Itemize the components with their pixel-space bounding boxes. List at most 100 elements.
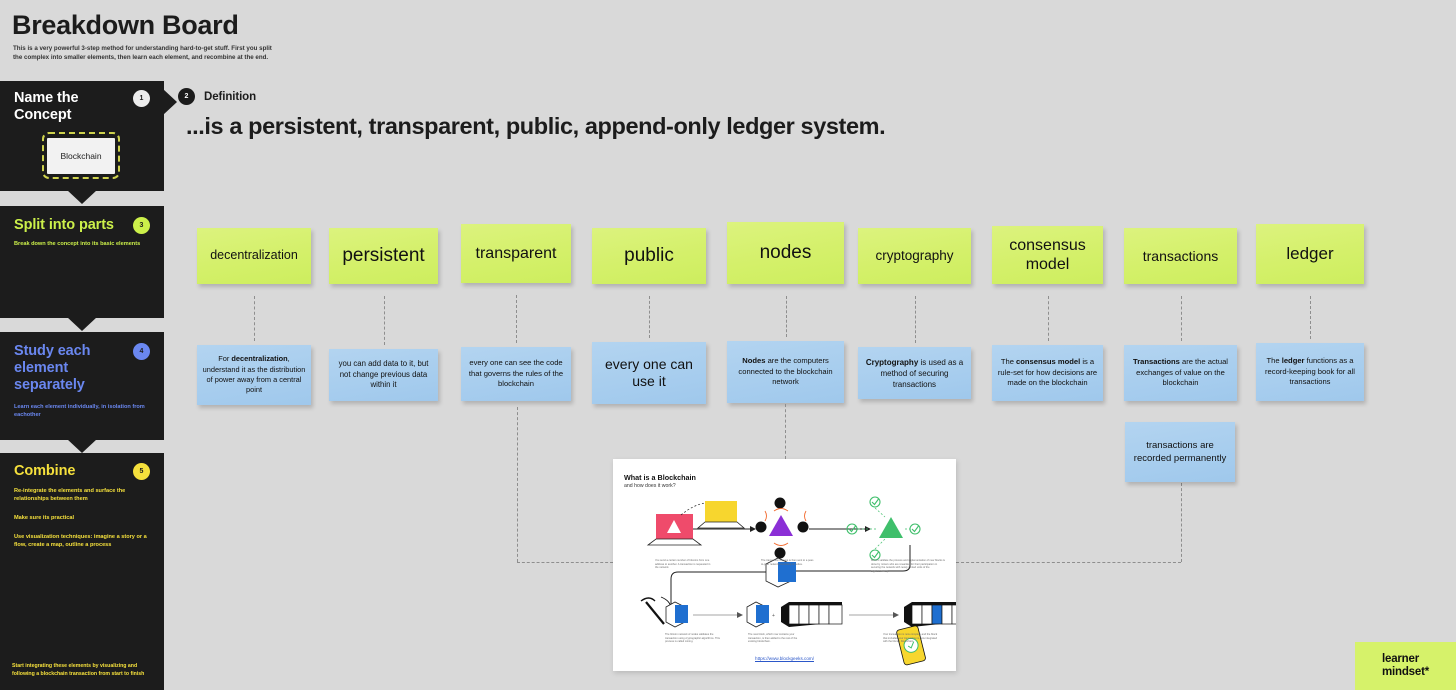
element-note-label: ledger bbox=[1286, 244, 1334, 263]
rail-step5-desc-2: Make sure its practical bbox=[14, 515, 75, 521]
definition-header: 2 Definition bbox=[178, 88, 256, 105]
diagram-title: What is a Blockchain bbox=[624, 473, 696, 482]
rail-step3-title: Split into parts bbox=[14, 217, 114, 233]
element-note-nodes[interactable]: nodes bbox=[727, 222, 844, 284]
element-note-consensus-model[interactable]: consensus model bbox=[992, 226, 1103, 284]
logo-line-1: learner bbox=[1382, 653, 1419, 665]
connector-to-diagram-left bbox=[517, 407, 518, 562]
description-keyword: consensus model bbox=[1016, 357, 1081, 367]
rail-step5-desc-3: Use visualization techniques: imagine a … bbox=[14, 534, 147, 548]
description-keyword: decentralization bbox=[231, 354, 288, 364]
connector-dashed bbox=[1310, 296, 1311, 339]
svg-text:+: + bbox=[772, 613, 775, 619]
element-note-label: nodes bbox=[759, 242, 812, 263]
element-note-decentralization[interactable]: decentralization bbox=[197, 228, 311, 284]
footer-bold-1: integrating bbox=[25, 663, 53, 669]
description-note-text: every one can use it bbox=[605, 356, 693, 389]
connector-to-diagram-right bbox=[1181, 483, 1182, 562]
diagram-caption-6: Your transaction is now complete and the… bbox=[883, 633, 938, 644]
rail-step-combine[interactable]: Combine 5 Re-integrate the elements and … bbox=[0, 453, 164, 690]
description-note-text: Transactions are the actual exchanges of… bbox=[1133, 357, 1228, 388]
description-note-transactions[interactable]: Transactions are the actual exchanges of… bbox=[1124, 345, 1237, 401]
note-transactions-recorded-permanently[interactable]: transactions are recorded permanently bbox=[1125, 422, 1235, 482]
connector-to-diagram-center bbox=[785, 404, 786, 459]
block-cube-icon bbox=[665, 601, 688, 628]
node-dot bbox=[774, 547, 786, 559]
element-note-transparent[interactable]: transparent bbox=[461, 224, 571, 283]
description-keyword: Nodes bbox=[742, 356, 766, 366]
extra-note-text: transactions are recorded permanently bbox=[1133, 440, 1227, 464]
connector-to-diagram-right-h bbox=[956, 562, 1181, 563]
blockchain-strip-highlight-icon bbox=[904, 602, 956, 627]
rail-step-split-into-parts[interactable]: Split into parts 3 Break down the concep… bbox=[0, 206, 164, 331]
rail-step4-title: Study each element separately bbox=[14, 343, 91, 393]
diagram-subtitle: and how does it work? bbox=[624, 483, 676, 489]
connector-dashed bbox=[1047, 296, 1049, 341]
description-note-text: you can add data to it, but not change p… bbox=[338, 358, 429, 390]
laptop-yellow-icon bbox=[680, 501, 746, 529]
block-cube-icon bbox=[746, 601, 769, 628]
description-keyword: Cryptography bbox=[865, 357, 919, 367]
node-dot bbox=[755, 521, 767, 533]
node-dot bbox=[774, 497, 786, 509]
logo-line-2: mindset* bbox=[1382, 666, 1429, 678]
rail-step3-desc: Break down the concept into its basic el… bbox=[14, 241, 141, 247]
connector-to-diagram-left-h bbox=[517, 562, 613, 563]
page-subtitle: This is a very powerful 3-step method fo… bbox=[13, 45, 272, 61]
rail-step5-desc-1: Re-integrate the elements and surface th… bbox=[14, 488, 126, 502]
laptop-pink-icon bbox=[646, 514, 703, 546]
connector-dashed bbox=[785, 296, 787, 337]
rail-arrow-down-icon bbox=[67, 190, 97, 204]
description-note-ledger[interactable]: The ledger functions as a record-keeping… bbox=[1256, 343, 1364, 401]
description-note-decentralization[interactable]: For decentralization, understand it as t… bbox=[197, 345, 311, 405]
description-note-persistent[interactable]: you can add data to it, but not change p… bbox=[329, 349, 438, 401]
description-note-public[interactable]: every one can use it bbox=[592, 342, 706, 404]
description-note-transparent[interactable]: every one can see the code that governs … bbox=[461, 347, 571, 401]
phone-icon bbox=[896, 625, 926, 666]
rail-step5-title: Combine bbox=[14, 463, 76, 479]
description-note-cryptography[interactable]: Cryptography is used as a method of secu… bbox=[858, 347, 971, 399]
description-keyword: Transactions bbox=[1133, 357, 1180, 367]
footer-mid-2: and bbox=[126, 663, 138, 669]
element-note-transactions[interactable]: transactions bbox=[1124, 228, 1237, 284]
diagram-caption-3: Miners validate the process and implemen… bbox=[871, 559, 945, 573]
rail-arrow-down-icon bbox=[67, 317, 97, 331]
diagram-caption-5: The new block, which now contains your t… bbox=[748, 633, 798, 644]
description-note-text: For decentralization, understand it as t… bbox=[202, 354, 306, 395]
description-note-nodes[interactable]: Nodes are the computers connected to the… bbox=[727, 341, 844, 403]
element-note-ledger[interactable]: ledger bbox=[1256, 224, 1364, 284]
element-note-cryptography[interactable]: cryptography bbox=[858, 228, 971, 284]
element-note-label: consensus model bbox=[1009, 237, 1086, 273]
logo-text: learner mindset* bbox=[1382, 653, 1429, 679]
description-keyword: ledger bbox=[1281, 356, 1305, 366]
diagram-caption-1: You send a certain number of bitcoins fr… bbox=[655, 559, 711, 570]
rail-step4-desc: Learn each element individually, in isol… bbox=[14, 404, 145, 418]
definition-text: ...is a persistent, transparent, public,… bbox=[186, 113, 886, 139]
element-note-label: public bbox=[624, 245, 674, 266]
connector-dashed bbox=[914, 296, 916, 343]
connector-dashed bbox=[516, 295, 517, 343]
element-note-label: transparent bbox=[475, 245, 557, 262]
element-note-persistent[interactable]: persistent bbox=[329, 228, 438, 284]
rail-step1-badge: 1 bbox=[133, 90, 150, 107]
description-note-text: Cryptography is used as a method of secu… bbox=[865, 357, 964, 389]
embedded-blockchain-diagram[interactable]: What is a Blockchain and how does it wor… bbox=[613, 459, 956, 671]
element-note-public[interactable]: public bbox=[592, 228, 706, 284]
rail-step-name-the-concept[interactable]: Name the Concept 1 Blockchain bbox=[0, 81, 177, 204]
blockchain-strip-icon bbox=[781, 602, 843, 627]
footer-mid-1: these elements bbox=[52, 663, 93, 669]
concept-card[interactable]: Blockchain bbox=[47, 137, 115, 174]
description-note-consensus-model[interactable]: The consensus model is a rule-set for ho… bbox=[992, 345, 1103, 401]
learner-mindset-logo[interactable]: learner mindset* bbox=[1355, 642, 1456, 690]
element-note-label: transactions bbox=[1142, 247, 1219, 264]
block-cube-icon bbox=[765, 557, 796, 588]
footer-post: a blockchain transaction from start to f… bbox=[34, 670, 145, 677]
footer-pre: Start bbox=[12, 663, 26, 669]
page-title: Breakdown Board bbox=[12, 10, 239, 40]
diagram-source-link[interactable]: https://www.blockgeeks.com/ bbox=[755, 656, 814, 661]
connector-dashed bbox=[383, 296, 385, 345]
rail-step-study-each-element[interactable]: Study each element separately 4 Learn ea… bbox=[0, 332, 164, 453]
diagram-caption-4: The bitcoin network of nodes validates t… bbox=[665, 633, 720, 644]
element-note-label: cryptography bbox=[875, 247, 954, 263]
